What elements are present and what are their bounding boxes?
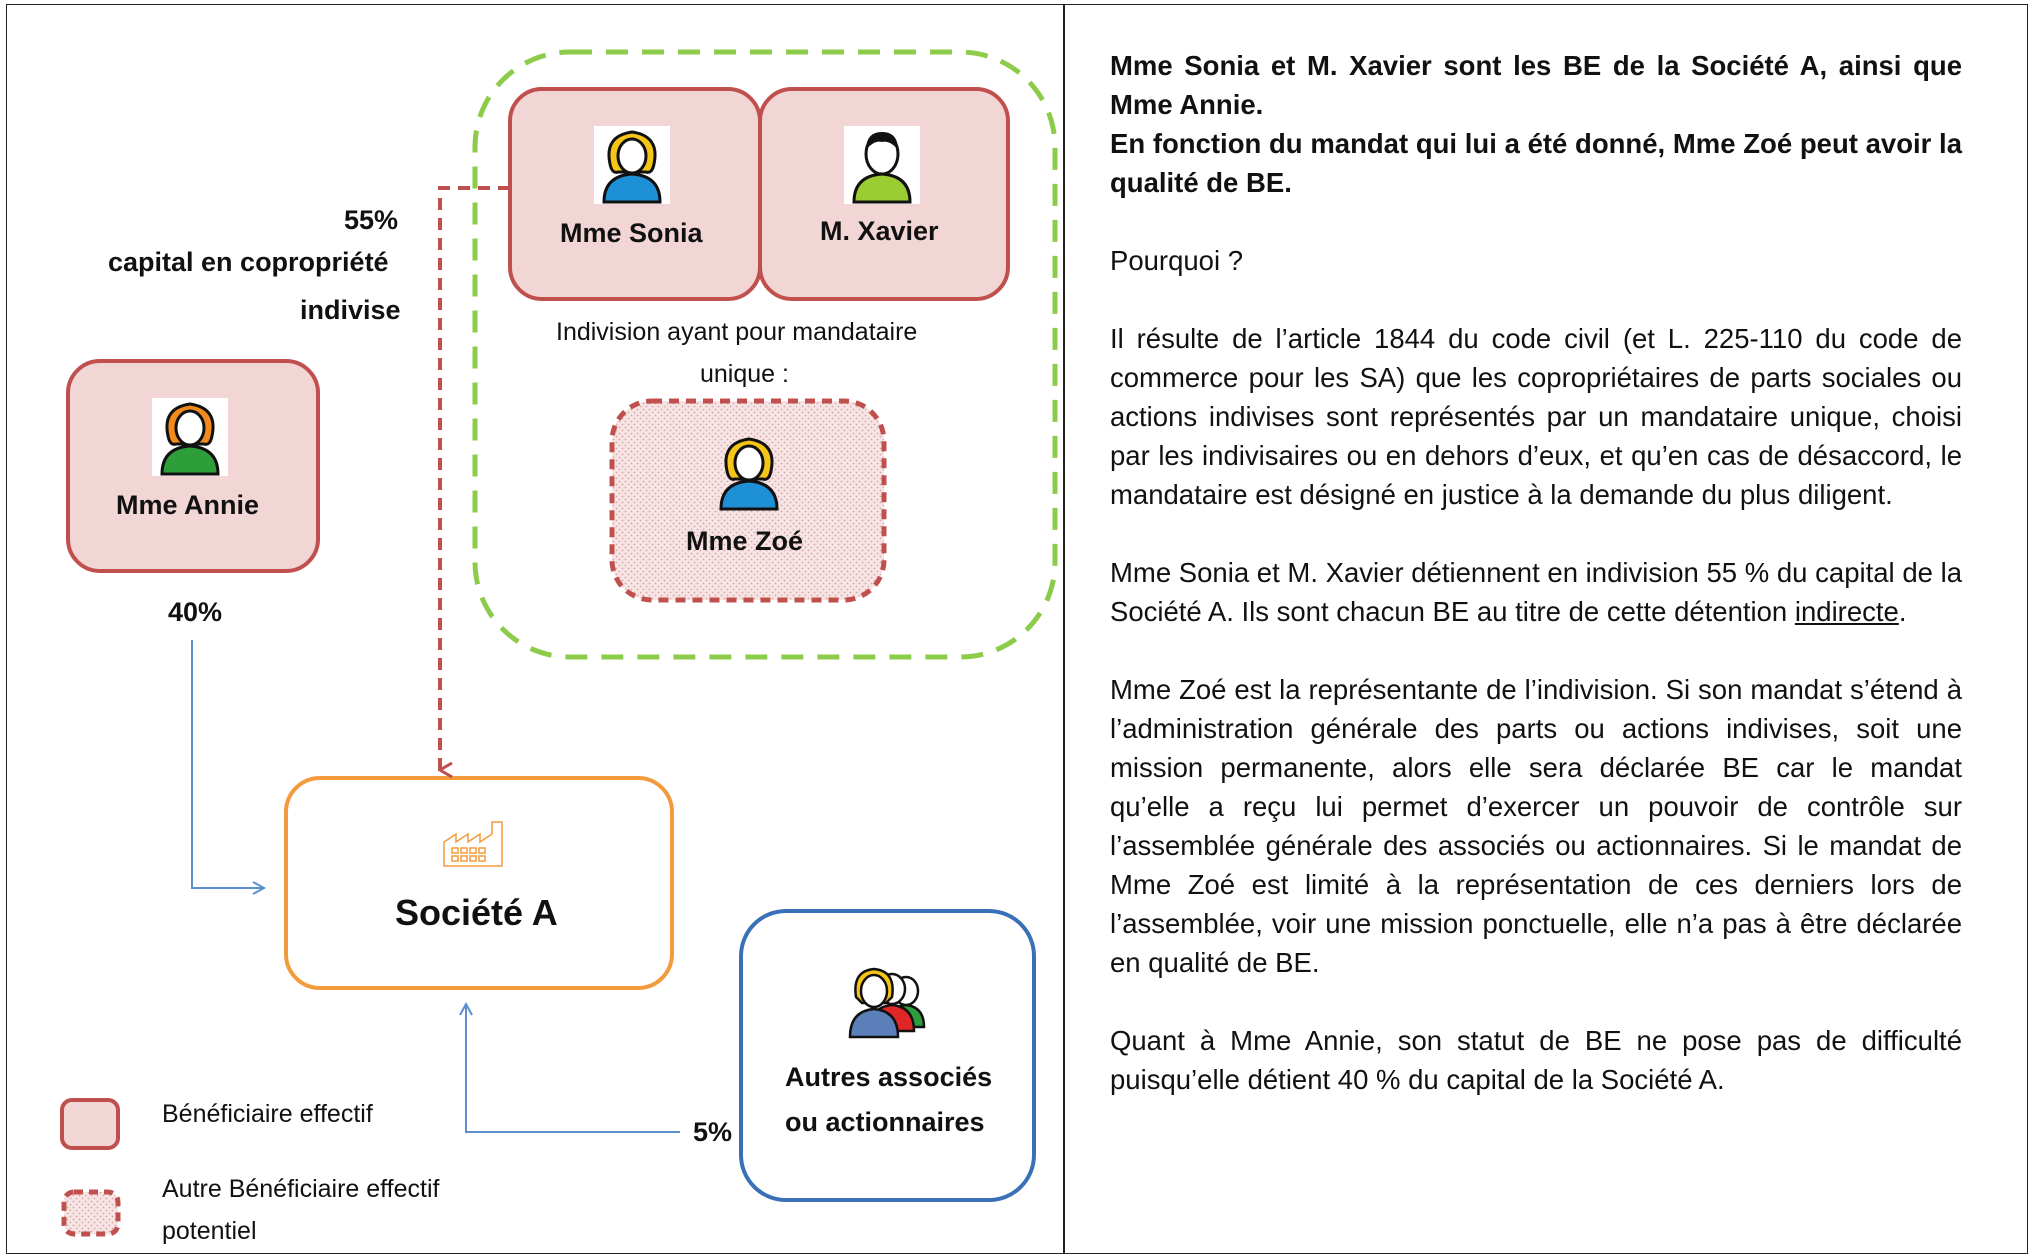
company-label: Société A — [395, 892, 558, 933]
legend-potential-label-1: Autre Bénéficiaire effectif — [162, 1175, 440, 1203]
intro-line-2: En fonction du mandat qui lui a été donn… — [1110, 128, 1962, 198]
factory-icon — [443, 821, 503, 867]
ownership-diagram — [60, 49, 1058, 1237]
person-black-hair-icon — [844, 126, 920, 204]
pct-indivision-desc-2: indivise — [300, 295, 401, 325]
legend-be-swatch — [60, 1098, 120, 1150]
sonia-label: Mme Sonia — [560, 218, 703, 248]
paragraph-article: Il résulte de l’article 1844 du code civ… — [1110, 323, 1962, 510]
paragraph-annie: Quant à Mme Annie, son statut de BE ne p… — [1110, 1025, 1962, 1095]
intro-line-1: Mme Sonia et M. Xavier sont les BE de la… — [1110, 50, 1962, 120]
others-box — [739, 909, 1036, 1202]
paragraph-indivision-text: Mme Sonia et M. Xavier détiennent en ind… — [1110, 557, 1962, 627]
person-yellow-hair-icon — [594, 126, 670, 204]
zoe-label: Mme Zoé — [686, 526, 804, 556]
paragraph-indivision-end: . — [1898, 596, 1907, 627]
annie-label: Mme Annie — [116, 490, 260, 520]
legend-potential-label-2: potentiel — [162, 1217, 257, 1245]
pct-others: 5% — [693, 1117, 733, 1147]
person-yellow-hair-icon — [719, 437, 779, 511]
indivision-label-2: unique : — [700, 360, 789, 388]
others-arrow — [466, 1004, 680, 1133]
underlined-term: indirecte — [1794, 596, 1899, 627]
indivision-arrow — [438, 186, 510, 770]
intro-text: Mme Sonia et M. Xavier sont les BE de la… — [1110, 46, 1962, 202]
others-label-1: Autres associés — [785, 1062, 993, 1092]
pct-annie: 40% — [168, 597, 223, 627]
paragraph-indivision: Mme Sonia et M. Xavier détiennent en ind… — [1110, 553, 1962, 631]
company-box — [284, 776, 674, 990]
legend-be-label: Bénéficiaire effectif — [162, 1100, 373, 1128]
indivision-label-1: Indivision ayant pour mandataire — [556, 318, 918, 346]
indivision-group — [472, 49, 1058, 660]
pct-indivision: 55% — [344, 205, 399, 235]
xavier-label: M. Xavier — [820, 216, 939, 246]
group-people-icon — [848, 967, 926, 1039]
legend-potential-swatch — [61, 1189, 121, 1237]
page-frame — [6, 4, 2028, 1254]
paragraph-zoe: Mme Zoé est la représentante de l’indivi… — [1110, 674, 1962, 978]
person-orange-hair-icon — [152, 398, 228, 476]
column-divider — [1063, 4, 1065, 1254]
annie-arrow — [191, 640, 264, 888]
others-label-2: ou actionnaires — [785, 1107, 985, 1137]
question: Pourquoi ? — [1110, 245, 1244, 276]
explanation-panel: Mme Sonia et M. Xavier sont les BE de la… — [1110, 46, 1962, 1138]
pct-indivision-desc-1: capital en copropriété — [108, 247, 389, 277]
